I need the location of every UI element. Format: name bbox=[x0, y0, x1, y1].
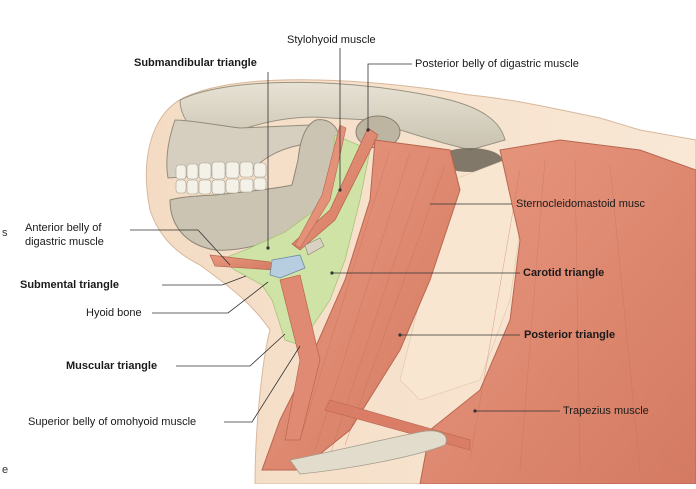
hyoid-bone bbox=[269, 254, 306, 279]
label-submental-triangle: Submental triangle bbox=[20, 279, 120, 291]
label-sternocleidomastoid: Sternocleidomastoid musc bbox=[516, 198, 646, 210]
mandible bbox=[169, 119, 341, 251]
label-muscular-triangle: Muscular triangle bbox=[66, 360, 158, 372]
label-posterior-triangle: Posterior triangle bbox=[524, 329, 616, 341]
leader-dots bbox=[266, 128, 477, 413]
label-carotid-triangle: Carotid triangle bbox=[523, 267, 605, 279]
trapezius-fibers bbox=[469, 159, 641, 471]
infrahyoid-strap-muscle bbox=[279, 274, 321, 441]
label-trapezius-muscle: Trapezius muscle bbox=[563, 405, 649, 417]
label-submandibular-triangle: Submandibular triangle bbox=[134, 57, 257, 69]
label-anterior-belly-line2: digastric muscle bbox=[25, 236, 104, 248]
label-stylohyoid-muscle: Stylohyoid muscle bbox=[287, 34, 376, 46]
label-posterior-belly-digastric: Posterior belly of digastric muscle bbox=[415, 58, 579, 70]
teeth bbox=[175, 161, 267, 195]
stylohyoid-muscle bbox=[294, 124, 347, 249]
label-anterior-belly-line1: Anterior belly of bbox=[25, 222, 102, 234]
label-superior-belly-omohyoid: Superior belly of omohyoid muscle bbox=[28, 416, 197, 428]
label-hyoid-bone: Hyoid bone bbox=[86, 307, 142, 319]
posterior-belly-digastric bbox=[291, 127, 379, 251]
edge-fragment-a: s bbox=[2, 227, 8, 239]
clavicle bbox=[289, 430, 447, 475]
edge-fragment-b: e bbox=[2, 464, 9, 476]
leader-lines bbox=[130, 48, 560, 423]
